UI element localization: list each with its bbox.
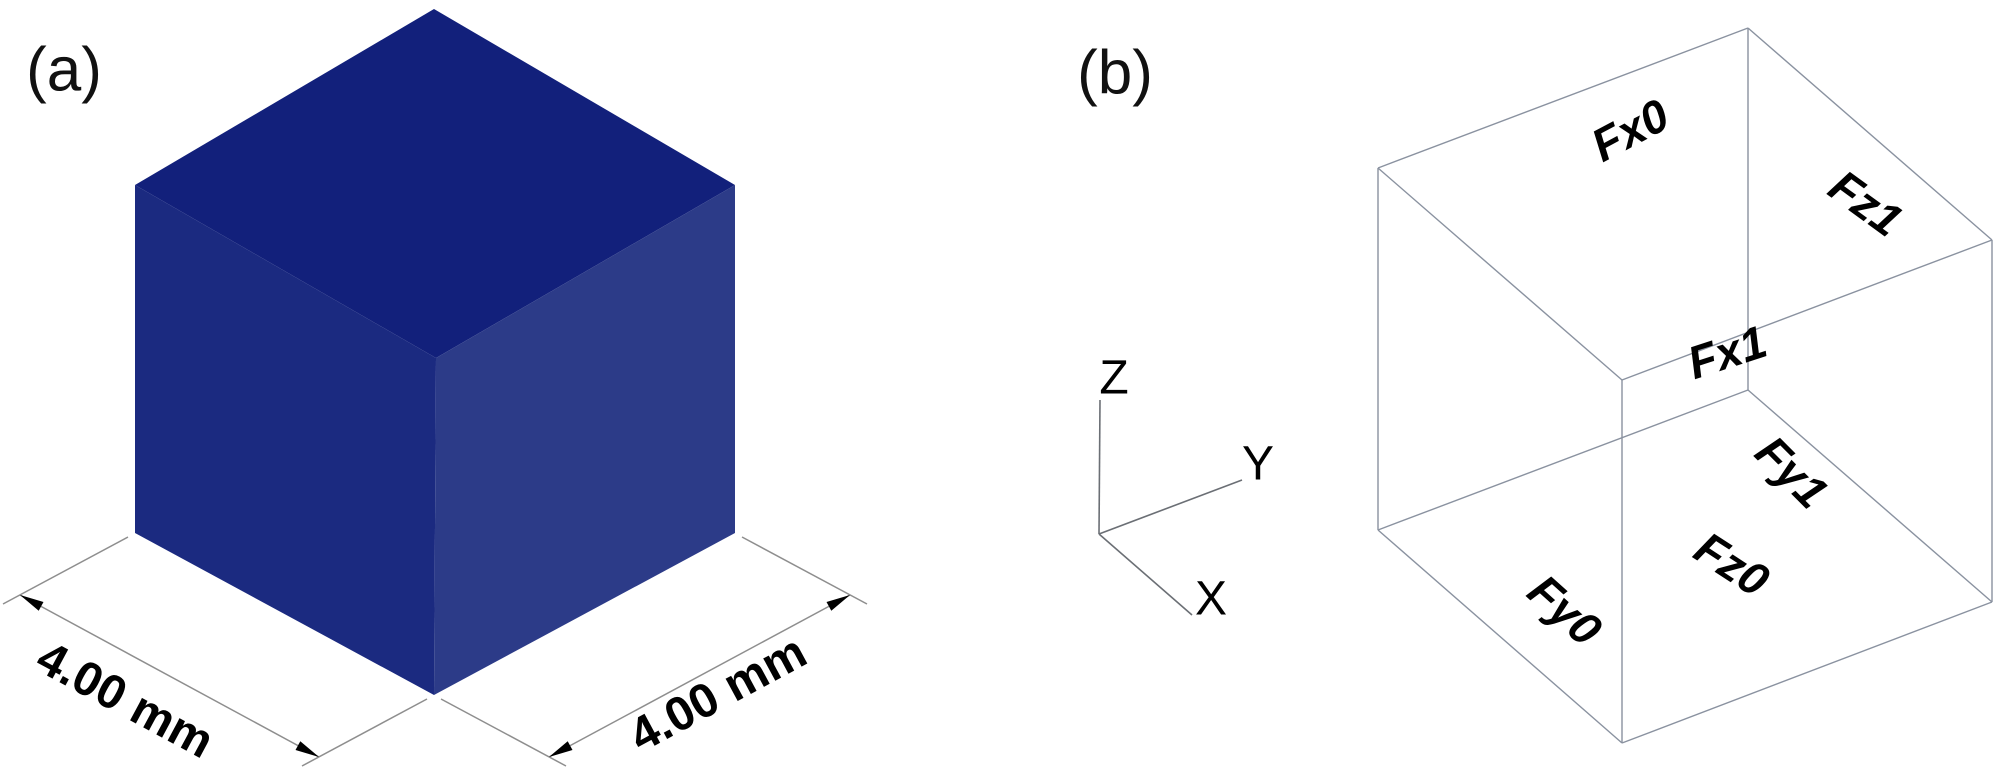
- panel-b-label: (b): [1077, 39, 1153, 108]
- dimension-right-text: 4.00 mm: [621, 625, 815, 763]
- cube-left-face: [135, 185, 436, 695]
- z-axis-label: Z: [1099, 352, 1128, 405]
- solid-cube: [135, 9, 735, 695]
- extension-line: [301, 698, 428, 767]
- cube-edge: [1377, 529, 1623, 744]
- cube-edge: [1621, 601, 1993, 744]
- panel-b: (b) Z Y X: [1077, 27, 1993, 744]
- panel-a: (a) 4.00 mm: [2, 9, 868, 769]
- arrowhead-icon: [295, 741, 319, 757]
- dimension-line: [548, 594, 851, 758]
- x-axis-label: X: [1195, 573, 1227, 626]
- panel-a-label: (a): [26, 36, 102, 105]
- extension-line: [2, 536, 129, 605]
- cube-edge: [1747, 389, 1993, 603]
- cube-right-face: [434, 185, 735, 695]
- face-label-fx0: Fx0: [1583, 88, 1678, 171]
- face-label-fy0: Fy0: [1518, 564, 1612, 656]
- cube-edge: [1377, 167, 1623, 381]
- cube-edge: [1377, 27, 1749, 169]
- y-axis-line: [1098, 479, 1243, 535]
- z-axis-line: [1098, 399, 1101, 535]
- x-axis-line: [1098, 533, 1193, 616]
- arrowhead-icon: [20, 595, 44, 611]
- cube-edge: [1621, 239, 1993, 381]
- face-labels: Fx0 Fz1 Fx1 Fy1 Fz0 Fy0: [1518, 88, 1912, 656]
- y-axis-label: Y: [1242, 438, 1274, 491]
- arrowhead-icon: [826, 595, 850, 611]
- cube-top-face: [135, 9, 735, 358]
- cube-edge: [1377, 389, 1749, 531]
- face-label-fy1: Fy1: [1746, 426, 1839, 519]
- face-label-fz1: Fz1: [1820, 159, 1913, 246]
- axis-triad: Z Y X: [1098, 352, 1274, 626]
- dimension-line: [19, 594, 320, 758]
- extension-line: [440, 698, 567, 767]
- cube-edge: [1747, 27, 1993, 241]
- extension-line: [741, 536, 868, 605]
- arrowhead-icon: [549, 741, 573, 757]
- face-label-fz0: Fz0: [1686, 521, 1779, 607]
- wireframe-cube: [1377, 27, 1993, 744]
- face-label-fx1: Fx1: [1681, 315, 1772, 389]
